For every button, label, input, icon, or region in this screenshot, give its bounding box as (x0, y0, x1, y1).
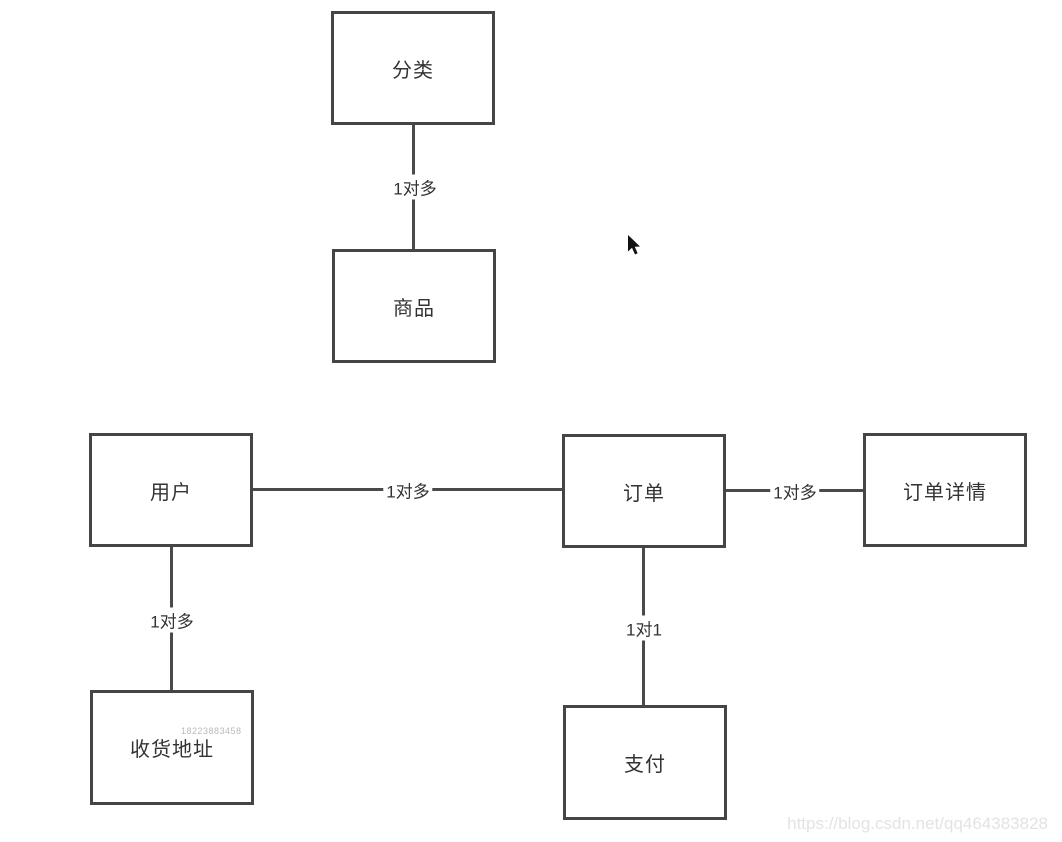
entity-label-category: 分类 (392, 59, 434, 82)
entity-label-product: 商品 (393, 297, 435, 320)
entity-label-user: 用户 (150, 481, 192, 504)
relation-label-order-orderdetail: 1对多 (770, 478, 820, 504)
relation-label-category-product: 1对多 (390, 174, 440, 200)
entity-box-order-detail[interactable]: 订单详情 (863, 433, 1027, 547)
relation-label-order-payment: 1对1 (623, 615, 665, 641)
entity-box-category[interactable]: 分类 (331, 11, 495, 125)
csdn-url-watermark: https://blog.csdn.net/qq464383828 (787, 814, 1048, 833)
faint-digits-watermark: 18223883458 (181, 726, 242, 736)
entity-box-order[interactable]: 订单 (562, 434, 726, 548)
entity-label-address: 收货地址 (130, 739, 214, 761)
entity-box-payment[interactable]: 支付 (563, 705, 727, 820)
entity-label-order: 订单 (623, 482, 665, 505)
entity-label-order-detail: 订单详情 (903, 481, 987, 504)
relation-label-user-address: 1对多 (147, 607, 197, 633)
entity-box-address[interactable]: 收货地址 (90, 690, 254, 805)
mouse-cursor-icon (628, 235, 640, 255)
entity-box-product[interactable]: 商品 (332, 249, 496, 363)
entity-label-payment: 支付 (624, 754, 666, 776)
relation-label-user-order: 1对多 (383, 477, 433, 503)
entity-box-user[interactable]: 用户 (89, 433, 253, 547)
